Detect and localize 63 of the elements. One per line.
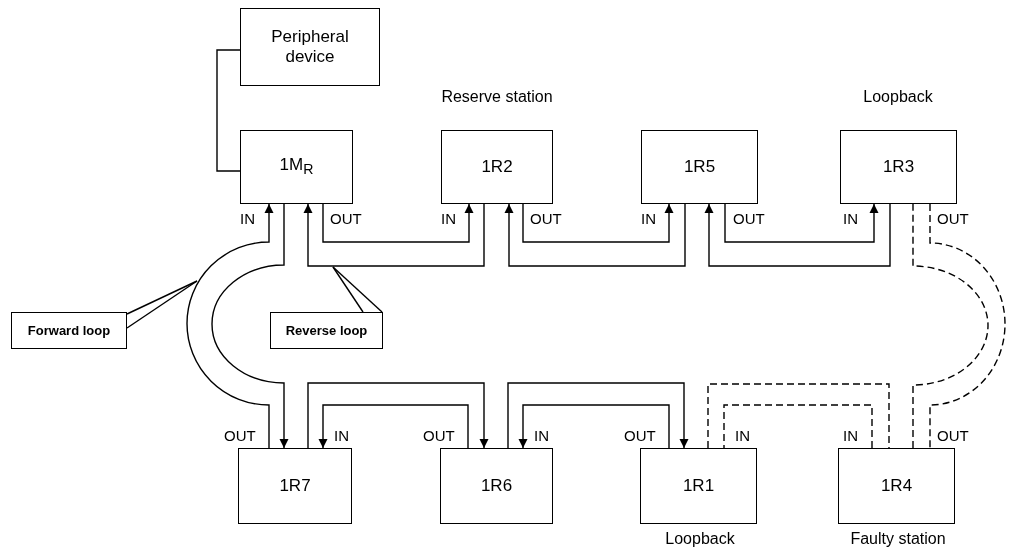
arrow — [303, 203, 485, 267]
port-label: IN — [334, 428, 349, 444]
arrow — [318, 404, 469, 449]
callout-box — [11, 312, 127, 349]
arrow — [704, 203, 891, 267]
port-label: IN — [735, 428, 750, 444]
callout-box — [270, 312, 383, 349]
port-label: IN — [843, 211, 858, 227]
port-label: IN — [240, 211, 255, 227]
connector-line — [216, 49, 241, 172]
node-text: 1R1 — [682, 475, 715, 497]
connector-line — [707, 383, 890, 449]
arrow — [186, 203, 274, 449]
arrow — [522, 203, 674, 243]
station-note: Faulty station — [850, 530, 946, 548]
node-text: 1R7 — [279, 475, 311, 497]
port-label: IN — [641, 211, 656, 227]
station-box — [640, 448, 757, 524]
callout-text: Reverse loop — [285, 322, 368, 339]
station-box — [240, 130, 353, 204]
port-label: OUT — [423, 428, 455, 444]
arrow — [307, 382, 489, 449]
node-text: 1R2 — [481, 156, 513, 178]
leader-line — [332, 266, 364, 313]
node-text: 1R5 — [683, 156, 716, 178]
port-label: OUT — [624, 428, 656, 444]
port-label: IN — [534, 428, 549, 444]
port-label: IN — [441, 211, 456, 227]
station-box — [441, 130, 553, 204]
node-text: 1R4 — [880, 475, 913, 497]
arrow — [322, 203, 474, 243]
connector-line — [912, 203, 989, 449]
port-label: OUT — [330, 211, 362, 227]
node-text: 1R6 — [480, 475, 513, 497]
node-text: Peripheral device — [270, 26, 350, 68]
arrow — [507, 382, 689, 449]
station-box — [238, 448, 352, 524]
leader-line — [332, 266, 383, 313]
arrow — [724, 203, 879, 243]
port-label: OUT — [224, 428, 256, 444]
station-note: Loopback — [665, 530, 735, 548]
connector-line — [723, 404, 873, 449]
node-text: 1R3 — [882, 156, 915, 178]
leader-line — [126, 280, 198, 315]
port-label: OUT — [937, 211, 969, 227]
connector-line — [929, 203, 1006, 449]
port-label: OUT — [733, 211, 765, 227]
port-label: OUT — [530, 211, 562, 227]
station-note: Reserve station — [441, 88, 553, 106]
port-label: IN — [843, 428, 858, 444]
station-box — [641, 130, 758, 204]
arrow — [211, 203, 289, 449]
device-box — [240, 8, 380, 86]
station-box — [838, 448, 955, 524]
callout-text: Forward loop — [27, 322, 111, 339]
station-box — [440, 448, 553, 524]
leader-line — [126, 280, 198, 329]
arrow — [518, 404, 670, 449]
station-note: Loopback — [863, 88, 933, 106]
node-text: 1M$_{R}$ — [279, 155, 314, 179]
port-label: OUT — [937, 428, 969, 444]
arrow — [504, 203, 686, 267]
station-box — [840, 130, 957, 204]
